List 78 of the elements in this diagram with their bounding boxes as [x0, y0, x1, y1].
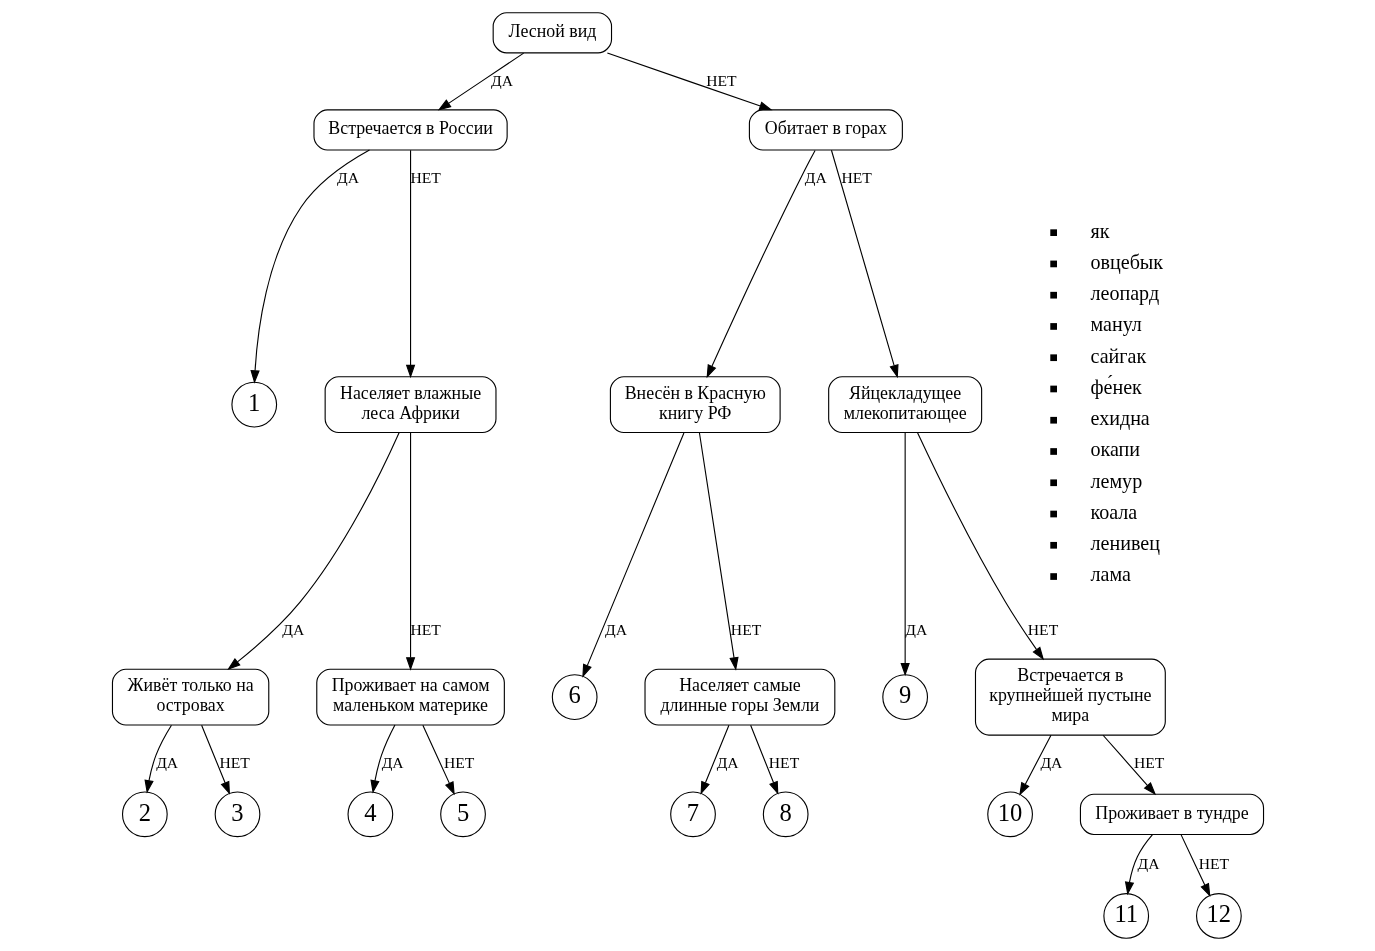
edge-label: НЕТ — [730, 620, 761, 638]
label: манул — [1089, 313, 1142, 336]
node-circle: 9 — [881, 674, 928, 720]
arrow — [405, 432, 415, 671]
node-circle: 5 — [439, 791, 486, 838]
edge-label: НЕТ — [705, 71, 737, 89]
arrow — [700, 724, 729, 795]
node-box: Населяет влажные леса Африки — [324, 376, 497, 434]
node-box: Обитает в горах — [748, 109, 903, 151]
node-box: Живёт только на островах — [111, 668, 269, 726]
edge-label: НЕТ — [840, 168, 872, 186]
label: ехидна — [1089, 407, 1150, 430]
node-circle: 4 — [347, 791, 393, 838]
arrow — [916, 432, 1044, 661]
node-box: Встречается в крупнейшей пустыне мира — [974, 658, 1166, 736]
arrow — [899, 432, 910, 677]
arrow — [1124, 834, 1153, 896]
arrow — [226, 432, 400, 670]
node-circle: 10 — [986, 791, 1033, 838]
node-circle: 6 — [551, 674, 598, 720]
label: фе́нек — [1089, 375, 1142, 398]
label: окапи — [1089, 438, 1140, 461]
edge-label: ДА — [381, 753, 404, 771]
edge-label: ДА — [1137, 855, 1160, 873]
node-circle: 11 — [1102, 893, 1149, 939]
arrow — [249, 149, 370, 384]
edge-label: ДА — [490, 71, 513, 89]
arrow — [421, 724, 455, 796]
node-box: Лесной вид — [492, 12, 612, 54]
node-circle: 2 — [121, 791, 168, 838]
node-box: Проживает на самом маленьком материке — [315, 668, 505, 726]
label: лама — [1089, 563, 1131, 586]
edge-label: ДА — [336, 168, 359, 186]
edge-label: НЕТ — [1198, 855, 1229, 873]
label: сайгак — [1089, 344, 1146, 367]
edge-label: ДА — [604, 620, 627, 638]
arrow — [405, 149, 415, 379]
arrow — [581, 432, 684, 678]
arrow — [749, 724, 778, 795]
edge-label: ДА — [281, 620, 304, 638]
edge-label: НЕТ — [219, 753, 250, 771]
node-circle: 8 — [762, 791, 809, 838]
node-box: Встречается в России — [312, 109, 508, 151]
edge-label: ДА — [716, 753, 739, 771]
node-circle: 7 — [669, 791, 716, 838]
edge-label: ДА — [155, 753, 178, 771]
arrow — [698, 432, 739, 671]
edge-label: НЕТ — [768, 753, 799, 771]
arrow — [1179, 834, 1210, 897]
node-circle: 12 — [1195, 893, 1242, 939]
label: овцебык — [1089, 250, 1163, 273]
edge-label: НЕТ — [1133, 753, 1164, 771]
arrow — [143, 724, 172, 794]
arrow — [1102, 734, 1156, 796]
edge-label: НЕТ — [443, 753, 474, 771]
arrow — [437, 52, 524, 111]
node-box: Населяет самые длинные горы Земли — [643, 668, 835, 726]
node-box: Внесён в Красную книгу РФ — [609, 376, 781, 434]
node-box: Проживает в тундре — [1079, 793, 1264, 835]
edge-label: НЕТ — [1027, 620, 1058, 638]
edge-label: НЕТ — [409, 168, 441, 186]
label: ленивец — [1089, 532, 1160, 555]
label: лемур — [1089, 469, 1142, 492]
edge-label: ДА — [1039, 753, 1062, 771]
arrow — [606, 52, 773, 111]
arrow — [706, 149, 816, 379]
label: як — [1089, 219, 1109, 242]
label: коала — [1089, 500, 1137, 523]
arrow — [830, 149, 899, 379]
edge-label: ДА — [804, 168, 827, 186]
arrow — [1018, 734, 1052, 796]
edge-label: НЕТ — [409, 620, 441, 638]
arrow — [200, 724, 230, 795]
arrow — [369, 724, 395, 794]
node-box: Яйцекладущее млекопитающее — [827, 376, 982, 434]
node-circle: 3 — [214, 791, 260, 838]
node-circle: 1 — [230, 381, 277, 428]
label: леопард — [1089, 282, 1159, 305]
